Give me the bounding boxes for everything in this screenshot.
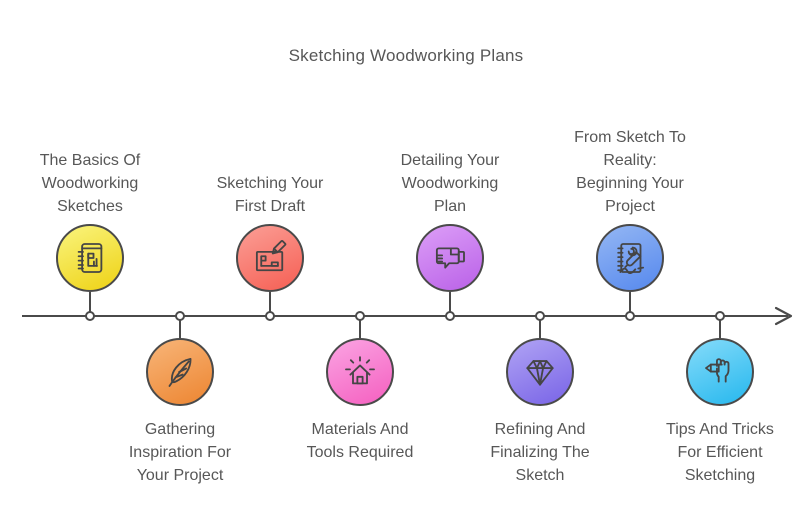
- step-connector: [359, 316, 361, 338]
- diamond-icon: [526, 360, 554, 386]
- hand-pencil-icon: [705, 358, 730, 383]
- plan-bubbles-icon: [435, 247, 465, 269]
- step-label: Detailing Your Woodworking Plan: [400, 152, 500, 215]
- timeline-node: [265, 311, 275, 321]
- step-label: Gathering Inspiration For Your Project: [128, 421, 232, 484]
- notebook-pen-icon: [617, 243, 645, 274]
- step-circle: [236, 224, 304, 292]
- step-connector: [89, 292, 91, 316]
- feather-icon: [168, 357, 192, 387]
- step-circle: [146, 338, 214, 406]
- timeline-node: [85, 311, 95, 321]
- step-label: Sketching Your First Draft: [216, 175, 324, 215]
- step-circle: [326, 338, 394, 406]
- step-circle: [56, 224, 124, 292]
- step-connector: [449, 292, 451, 316]
- timeline-node: [175, 311, 185, 321]
- step-connector: [539, 316, 541, 338]
- notebook-chart-icon: [77, 243, 103, 273]
- arrow-right-icon: [774, 306, 793, 326]
- step-circle: [686, 338, 754, 406]
- step-label: Tips And Tricks For Efficient Sketching: [666, 421, 774, 484]
- step-connector: [269, 292, 271, 316]
- timeline-node: [535, 311, 545, 321]
- step-label: From Sketch To Reality: Beginning Your P…: [574, 129, 686, 215]
- timeline-node: [355, 311, 365, 321]
- blueprint-pencil-icon: [255, 239, 287, 272]
- timeline-node: [445, 311, 455, 321]
- step-circle: [596, 224, 664, 292]
- step-label: Materials And Tools Required: [306, 421, 414, 461]
- page-title: Sketching Woodworking Plans: [288, 46, 524, 65]
- step-circle: [416, 224, 484, 292]
- step-circle: [506, 338, 574, 406]
- timeline-node: [625, 311, 635, 321]
- step-connector: [179, 316, 181, 338]
- step-connector: [719, 316, 721, 338]
- timeline-line: [22, 315, 788, 317]
- house-rays-icon: [345, 356, 375, 385]
- step-label: Refining And Finalizing The Sketch: [490, 421, 590, 484]
- step-connector: [629, 292, 631, 316]
- step-label: The Basics Of Woodworking Sketches: [39, 152, 141, 215]
- timeline-node: [715, 311, 725, 321]
